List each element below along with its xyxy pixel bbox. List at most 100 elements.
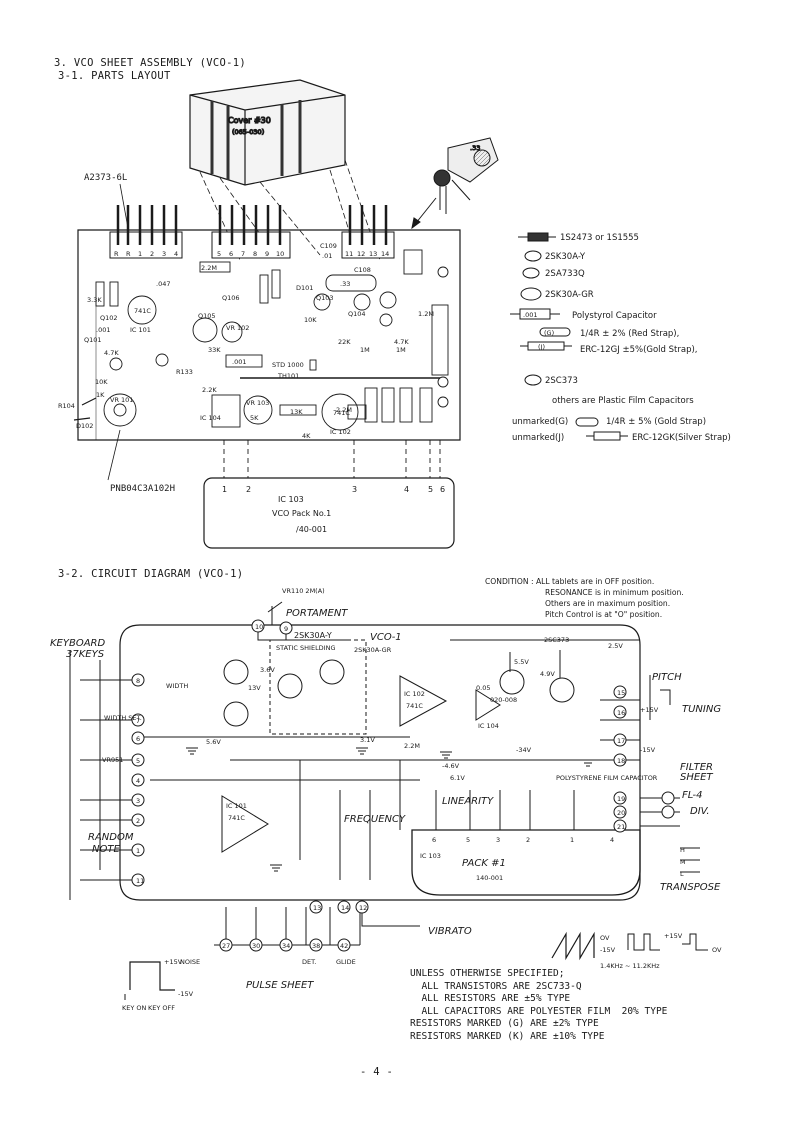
transpose-l: L — [680, 870, 684, 878]
node-8: 8 — [136, 677, 140, 685]
legend-2sc373: 2SC373 — [545, 376, 578, 386]
legend-cap-desc: Polystyrol Capacitor — [572, 311, 657, 321]
voltage-55: 5.5V — [514, 658, 529, 666]
node-6: 6 — [136, 735, 140, 743]
conn-mid-pin-4: 8 — [253, 250, 257, 258]
board-ic101-type: 741C — [134, 307, 151, 315]
board-q102: Q102 — [100, 314, 118, 322]
fl4-label: FL-4 — [682, 790, 703, 801]
conn-left-pin-3: 1 — [138, 250, 142, 258]
bottom-label-glide: GLIDE — [336, 958, 356, 966]
pack-pin-4: 4 — [404, 485, 409, 494]
node-16: 16 — [617, 709, 625, 717]
bottom-label-det: DET. — [302, 958, 316, 966]
board-c047: .047 — [156, 280, 170, 288]
bottom-pin-34: 34 — [282, 942, 290, 950]
conn-mid-pin-3: 7 — [241, 250, 245, 258]
sheet-label: SHEET — [680, 772, 714, 783]
circuit-wiring — [69, 601, 708, 1000]
pitch-plus15: +15V — [640, 706, 659, 714]
legend-cap-value: .001 — [523, 311, 537, 319]
trimmer-part-label: PNB04C3A102H — [110, 484, 175, 494]
cover-label: Cover #30 — [228, 116, 271, 125]
ic101-label: IC 101 — [226, 802, 247, 810]
node-14: 14 — [341, 904, 349, 912]
saw-minus15: -15V — [600, 946, 616, 954]
vco-label: VCO-1 — [370, 632, 402, 643]
pack-pin-2: 2 — [246, 485, 251, 494]
pulse-plus15: +15V — [664, 932, 683, 940]
pcb-board — [77, 229, 461, 441]
board-r4k: 4K — [302, 432, 311, 440]
pack-pin-5: 5 — [428, 485, 433, 494]
legend-res-j: (J) — [538, 343, 545, 351]
board-ic104: IC 104 — [200, 414, 221, 422]
board-r10k-2: 10K — [304, 316, 317, 324]
board-r2k2: 2.2K — [202, 386, 217, 394]
legend-2sk30a-gr: 2SK30A-GR — [545, 290, 594, 300]
node-18: 18 — [617, 757, 625, 765]
node-20: 20 — [617, 809, 625, 817]
board-c01: .01 — [322, 252, 332, 260]
pack1-pin-3: 3 — [496, 836, 500, 844]
board-q106: Q106 — [222, 294, 240, 302]
key-off-label: KEY OFF — [148, 1004, 175, 1012]
conn-left-pin-1: R — [114, 250, 119, 258]
pack1-part: 140-001 — [476, 874, 503, 882]
note-line-4: ALL CAPACITORS ARE POLYESTER FILM 20% TY… — [410, 1005, 668, 1017]
legend-others: others are Plastic Film Capacitors — [552, 396, 694, 406]
legend-unmarked-g: unmarked(G) — [512, 417, 568, 427]
freq-range-label: 1.4KHz ~ 11.2KHz — [600, 962, 660, 970]
note-line-3: ALL RESISTORS ARE ±5% TYPE — [410, 993, 571, 1004]
node-21: 21 — [617, 823, 625, 831]
random-label: RANDOM — [88, 832, 134, 843]
board-vr103: VR 103 — [246, 399, 269, 407]
pack1-pin-4: 4 — [610, 836, 614, 844]
condition-line-4: Pitch Control is at "O" position. — [545, 610, 663, 619]
voltage-56: 5.6V — [206, 738, 221, 746]
connector-right — [341, 205, 395, 259]
condition-line-2: RESONANCE is in minimum position. — [545, 588, 684, 597]
voltage-61: 6.1V — [450, 774, 465, 782]
node-19: 19 — [617, 795, 625, 803]
filter-label: FILTER — [680, 762, 713, 773]
fet2-label: 2SK30A-GR — [354, 646, 392, 654]
portament-label: PORTAMENT — [286, 608, 348, 619]
board-33k: 33K — [208, 346, 221, 354]
note-line-2: ALL TRANSISTORS ARE 2SC733-Q — [410, 980, 582, 992]
board-q105: Q105 — [198, 312, 216, 320]
r-22m: 2.2M — [404, 742, 420, 750]
legend-2sa733q: 2SA733Q — [545, 269, 585, 279]
pack-name: VCO Pack No.1 — [272, 509, 331, 518]
static-shielding-label: STATIC SHIELDING — [276, 644, 336, 652]
transistor-detail: .33 — [411, 137, 499, 230]
legend-res-g: (G) — [544, 329, 554, 337]
key-on-label: KEY ON — [122, 1004, 147, 1012]
ic104-part: 020-008 — [490, 696, 517, 704]
transpose-m: M — [680, 858, 686, 866]
board-r1m-2: 1M — [396, 346, 406, 354]
pack1-pin-2: 2 — [526, 836, 530, 844]
conn-mid-pin-2: 6 — [229, 250, 233, 258]
keys-label: 37KEYS — [66, 649, 105, 660]
portament-vr-label: VR110 2M(A) — [282, 587, 325, 595]
voltage-49: 4.9V — [540, 670, 555, 678]
ic101-type: 741C — [228, 814, 245, 822]
board-r12m: 1.2M — [418, 310, 434, 318]
board-r22m: 2.2M — [336, 406, 352, 414]
notes-block: UNLESS OTHERWISE SPECIFIED; ALL TRANSIST… — [410, 968, 667, 1043]
transpose-h: H — [680, 846, 685, 854]
voltage-13: 13V — [248, 684, 261, 692]
pulse-sheet-label: PULSE SHEET — [246, 980, 314, 991]
board-c33: .33 — [340, 280, 350, 288]
pack-pin-6: 6 — [440, 485, 445, 494]
board-r1k: 1K — [96, 391, 105, 399]
pitch-label: PITCH — [652, 672, 682, 683]
voltage-neg34: -34V — [516, 746, 532, 754]
condition-line-3: Others are in maximum position. — [545, 599, 671, 608]
board-5k: 5K — [250, 414, 259, 422]
node-9: 9 — [284, 625, 288, 633]
condition-line-1: ALL tablets are in OFF position. — [535, 577, 655, 586]
board-r133: R133 — [176, 368, 193, 376]
board-ic102: IC 102 — [330, 428, 351, 436]
